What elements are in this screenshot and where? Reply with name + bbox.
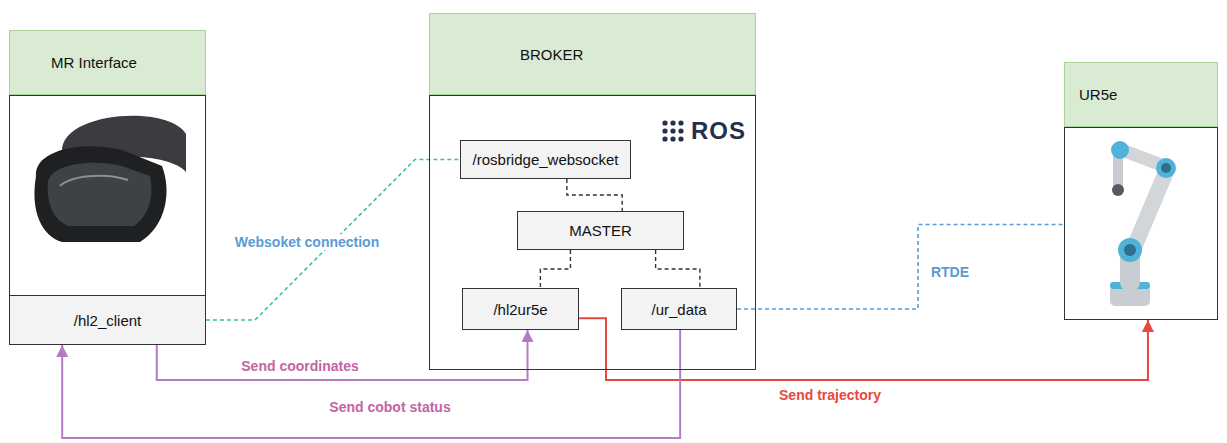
connection-line <box>206 160 460 321</box>
component-panel: UR5e <box>1064 62 1218 320</box>
ros-logo-text: ROS <box>691 117 746 145</box>
edge-label: Send trajectory <box>776 387 884 403</box>
robot-joint <box>1124 244 1136 256</box>
ros-master-box: MASTER <box>517 211 684 250</box>
headset-highlight <box>60 176 128 186</box>
message-arrow <box>157 330 528 380</box>
panel-header: BROKER <box>429 13 756 95</box>
panel-header: UR5e <box>1064 62 1218 127</box>
panel-title: BROKER <box>520 46 583 63</box>
headset-visor <box>34 146 166 242</box>
broker-panel: BROKER ROS/rosbridge_websocketMASTER/hl2u… <box>429 13 756 370</box>
panel-header: MR Interface <box>9 30 206 95</box>
node-label: /ur_data <box>651 301 706 318</box>
panel-title: UR5e <box>1079 86 1117 103</box>
node-label: /hl2ur5e <box>493 301 547 318</box>
edge-label: Send cobot status <box>326 399 453 415</box>
panel-title: MR Interface <box>51 54 137 71</box>
ros-node-box: /hl2ur5e <box>462 288 579 330</box>
node-label: /hl2_client <box>74 312 142 329</box>
edge-label: Websoket connection <box>232 234 382 250</box>
node-label: /rosbridge_websocket <box>473 151 619 168</box>
panel-body <box>1064 127 1218 320</box>
robot-joint <box>1161 163 1171 173</box>
robot-joint <box>1118 238 1142 262</box>
message-arrow <box>62 330 680 438</box>
robot-joint <box>1156 158 1176 178</box>
connection-line <box>540 250 570 288</box>
edge-label: Send coordinates <box>238 358 361 374</box>
component-panel: MR Interface/hl2_client <box>9 30 206 345</box>
robot-tool <box>1112 184 1124 196</box>
connection-line <box>737 225 1064 309</box>
robot-joint <box>1111 141 1129 159</box>
ros-node-box: /rosbridge_websocket <box>460 140 631 179</box>
robot-link <box>1133 172 1166 250</box>
edge-label: RTDE <box>928 264 972 280</box>
ros-node-box: /hl2_client <box>9 295 206 345</box>
robot-illustration <box>1110 141 1176 306</box>
ros-node-box: /ur_data <box>621 288 737 330</box>
connection-line <box>567 179 622 211</box>
ros-logo-dots <box>662 120 683 141</box>
headset-lens <box>48 163 152 226</box>
connection-line <box>656 250 700 288</box>
headset-illustration <box>34 116 186 242</box>
node-label: MASTER <box>569 222 632 239</box>
